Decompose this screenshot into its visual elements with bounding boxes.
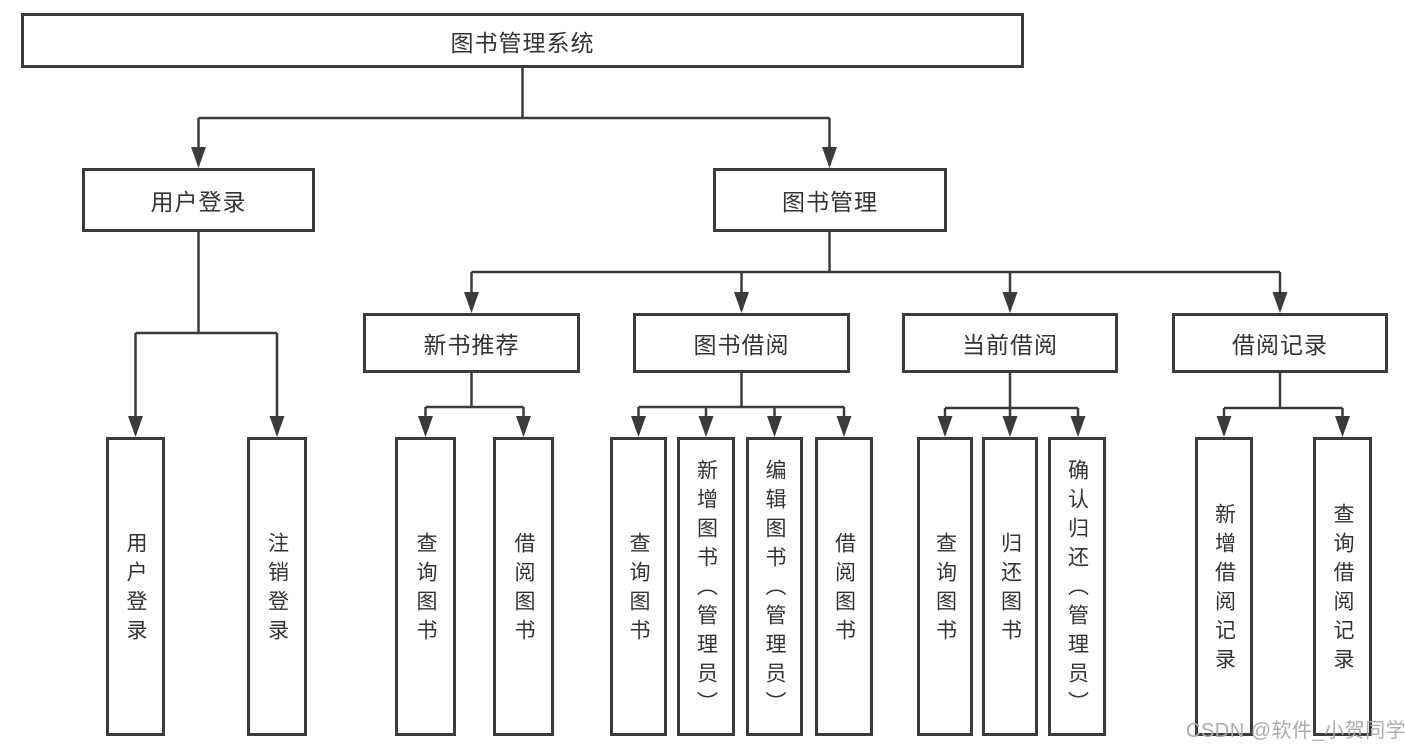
leaf-borrow-books-recommend: 借阅图书 [493,437,554,736]
leaf-query-borrow-record: 查询借阅记录 [1313,437,1372,736]
node-label: 查询图书 [414,531,437,648]
csdn-watermark: CSDN @软件_小贺同学 [1186,720,1405,742]
node-borrow-records: 借阅记录 [1172,313,1388,373]
leaf-return-books: 归还图书 [982,437,1038,736]
node-label: 编辑图书（管理员） [763,459,786,720]
node-label: 图书管理系统 [450,29,595,56]
leaf-query-books-current: 查询图书 [917,437,973,736]
node-current-borrow: 当前借阅 [902,313,1118,373]
node-label: 当前借阅 [962,332,1058,358]
node-user-login: 用户登录 [82,168,315,232]
node-label: 图书借阅 [693,332,790,358]
node-label: 归还图书 [998,531,1022,648]
node-label: 用户登录 [150,189,247,215]
node-book-borrow: 图书借阅 [633,313,850,373]
node-label: 用户登录 [124,531,147,648]
node-label: 借阅记录 [1232,332,1328,358]
node-label: 新书推荐 [423,332,520,358]
node-book-management: 图书管理 [713,168,947,232]
node-label: 确认归还（管理员） [1065,459,1089,720]
leaf-edit-book-admin: 编辑图书（管理员） [746,437,803,736]
node-library-management-system: 图书管理系统 [21,13,1024,68]
node-new-book-recommend: 新书推荐 [363,313,580,373]
node-label: 借阅图书 [512,531,535,648]
leaf-query-books-borrow: 查询图书 [610,437,667,736]
node-label: 查询图书 [627,531,650,648]
leaf-add-borrow-record: 新增借阅记录 [1195,437,1253,736]
leaf-borrow-books: 借阅图书 [815,437,873,736]
leaf-add-book-admin: 新增图书（管理员） [677,437,735,736]
node-label: 注销登录 [265,531,289,648]
node-label: 查询借阅记录 [1331,502,1354,677]
node-label: 查询图书 [933,531,957,648]
leaf-logout: 注销登录 [247,437,307,736]
node-label: 图书管理 [782,189,878,215]
leaf-confirm-return-admin: 确认归还（管理员） [1048,437,1106,736]
leaf-user-login: 用户登录 [106,437,165,736]
node-label: 新增图书（管理员） [694,459,718,720]
node-label: 借阅图书 [832,531,856,648]
node-label: 新增借阅记录 [1212,502,1236,677]
leaf-query-books-recommend: 查询图书 [395,437,456,736]
